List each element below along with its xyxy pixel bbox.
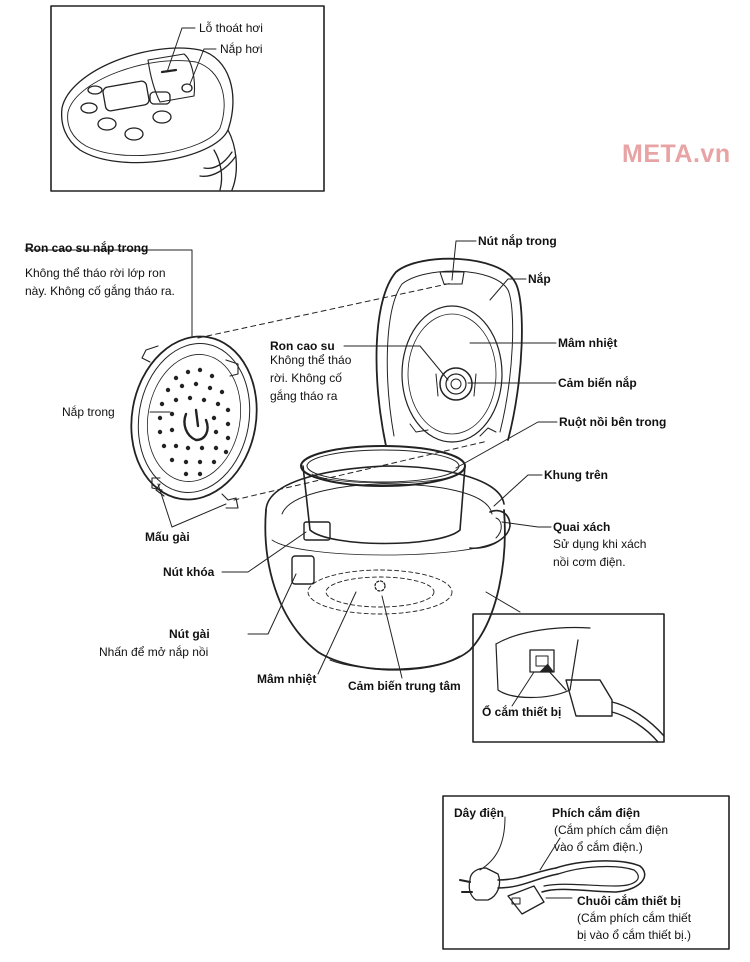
label-handle-note: Sử dụng khi xách nồi cơm điện.	[553, 537, 647, 569]
label-lid-heat-plate: Mâm nhiệt	[558, 336, 618, 350]
label-latch-tabs: Mấu gài	[145, 530, 190, 544]
label-heat-plate: Mâm nhiệt	[257, 672, 317, 686]
leader-lines	[24, 240, 558, 679]
label-appliance-plug: Chuôi cắm thiết bị	[577, 894, 682, 908]
label-lid-gasket-note: Không thể tháo rời. Không cố gắng tháo r…	[270, 353, 352, 403]
label-steam-cap: Nắp hơi	[220, 42, 263, 56]
label-inner-pot: Ruột nồi bên trong	[559, 415, 667, 429]
inner-lid-drawing	[130, 335, 258, 509]
label-plug-note-2: vào ổ cắm điện.)	[554, 840, 643, 854]
label-steam-vent: Lỗ thoát hơi	[199, 21, 263, 35]
label-upper-frame: Khung trên	[544, 468, 608, 482]
label-center-sensor: Cảm biến trung tâm	[348, 679, 461, 693]
label-appliance-socket: Ổ cắm thiết bị	[482, 705, 562, 719]
label-appliance-plug-note-2: bị vào ổ cắm thiết bị.)	[577, 928, 692, 942]
label-lid-sensor: Cảm biến nắp	[558, 376, 637, 390]
label-power-cord: Dây điện	[454, 806, 505, 820]
brand-watermark: META.vn	[622, 140, 731, 168]
cord-inset	[442, 795, 730, 950]
label-handle: Quai xách	[553, 520, 611, 534]
label-plug: Phích cắm điện	[552, 806, 641, 820]
label-lid-gasket: Ron cao su	[270, 339, 335, 353]
cooker-drawing	[264, 257, 523, 671]
socket-inset	[472, 613, 665, 743]
label-release-button-note: Nhấn để mở nắp nồi	[99, 645, 209, 659]
label-inner-lid-button: Nút nắp trong	[478, 234, 557, 248]
label-lid: Nắp	[528, 272, 551, 286]
label-appliance-plug-note-1: (Cắm phích cắm thiết	[577, 911, 692, 925]
top-inset	[50, 5, 325, 192]
label-inner-lid-gasket: Ron cao su nắp trong	[25, 241, 149, 255]
label-inner-lid: Nắp trong	[62, 405, 115, 419]
projection-lines	[197, 282, 489, 501]
label-inner-lid-gasket-note: Không thể tháo rời lớp ron này. Không cố…	[25, 266, 175, 298]
label-release-button: Nút gài	[169, 627, 210, 641]
label-lock-button: Nút khóa	[163, 565, 215, 579]
label-plug-note-1: (Cắm phích cắm điện	[554, 823, 669, 837]
